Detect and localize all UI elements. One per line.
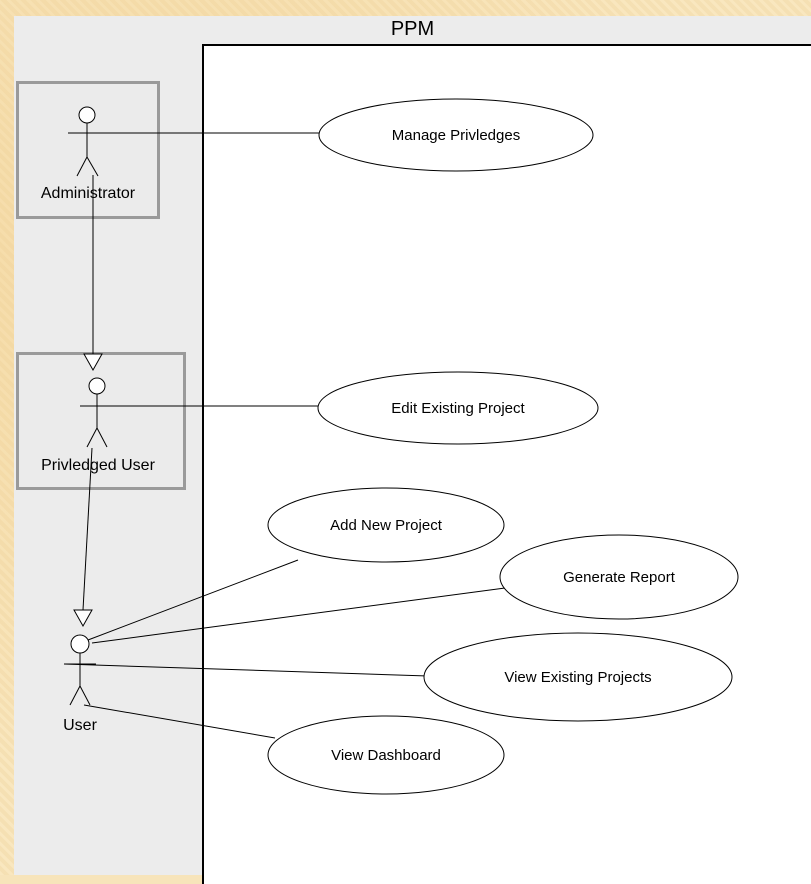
use-case-edit-existing-project-label: Edit Existing Project bbox=[391, 400, 525, 417]
privileged-user-selection-frame[interactable] bbox=[16, 352, 186, 490]
use-case-edit-existing-project[interactable]: Edit Existing Project bbox=[317, 371, 599, 445]
use-case-add-new-project-label: Add New Project bbox=[330, 517, 443, 534]
assoc-user-generate-report bbox=[91, 587, 506, 644]
use-case-manage-privileges-label: Manage Privledges bbox=[392, 127, 520, 144]
user-actor[interactable] bbox=[64, 634, 96, 706]
use-case-view-existing-projects[interactable]: View Existing Projects bbox=[423, 632, 733, 722]
assoc-user-view-projects bbox=[63, 663, 429, 677]
user-label: User bbox=[63, 717, 97, 734]
assoc-user-add-project bbox=[87, 559, 299, 641]
administrator-selection-frame[interactable] bbox=[16, 81, 160, 219]
use-case-generate-report-label: Generate Report bbox=[563, 569, 676, 586]
generalization-privileged-to-user bbox=[82, 447, 93, 611]
privileged-user-label: Privledged User bbox=[41, 457, 156, 474]
generalization-arrowhead-user bbox=[73, 609, 93, 628]
system-title: PPM bbox=[390, 18, 435, 40]
privileged-user-head-icon bbox=[88, 377, 106, 395]
administrator-head-icon bbox=[78, 106, 96, 124]
use-case-view-existing-projects-label: View Existing Projects bbox=[504, 669, 651, 686]
use-case-manage-privileges[interactable]: Manage Privledges bbox=[318, 98, 594, 172]
use-case-generate-report[interactable]: Generate Report bbox=[499, 534, 739, 620]
user-head-icon bbox=[70, 634, 90, 654]
use-case-add-new-project[interactable]: Add New Project bbox=[267, 487, 505, 563]
administrator-label: Administrator bbox=[41, 185, 136, 202]
privileged-user-actor[interactable] bbox=[82, 377, 112, 448]
use-case-view-dashboard-label: View Dashboard bbox=[331, 747, 441, 764]
use-case-view-dashboard[interactable]: View Dashboard bbox=[267, 715, 505, 795]
assoc-user-view-dashboard bbox=[83, 704, 276, 739]
generalization-arrowhead-privileged bbox=[83, 353, 103, 372]
administrator-actor[interactable] bbox=[72, 106, 102, 177]
